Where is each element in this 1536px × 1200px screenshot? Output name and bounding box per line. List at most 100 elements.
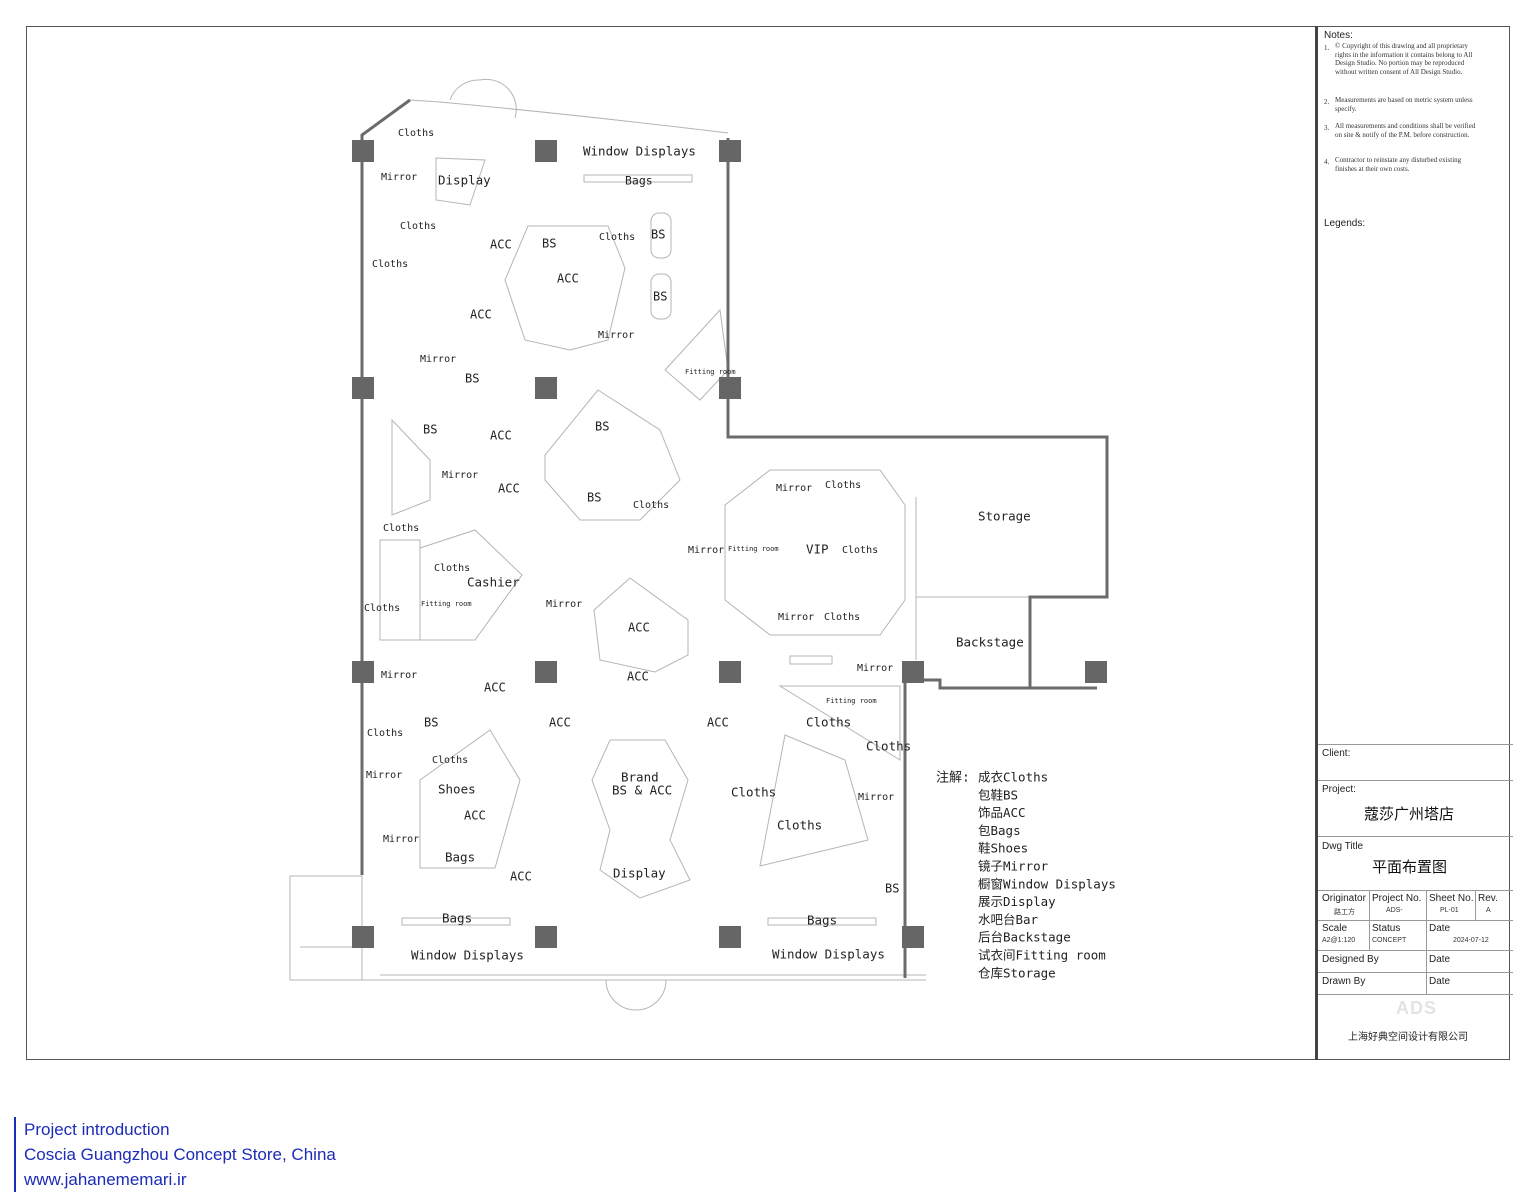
brand-display xyxy=(591,739,691,899)
shoes-island xyxy=(419,729,521,869)
plan-label-36: Fitting room xyxy=(421,600,472,608)
outer-wall-right xyxy=(726,138,1109,978)
note-number-4: 4. xyxy=(1324,158,1330,166)
plan-label-59: Cloths xyxy=(432,755,468,766)
fitting-room-left xyxy=(379,539,421,641)
acc-island-top xyxy=(504,225,626,351)
plan-label-10: Cloths xyxy=(599,232,635,243)
originator-label: Originator xyxy=(1322,893,1366,904)
plan-label-4: Display xyxy=(438,173,491,188)
legend-item-9: 水吧台Bar xyxy=(978,912,1039,927)
plan-label-68: Bags xyxy=(442,911,472,926)
plan-label-21: BS xyxy=(595,420,609,434)
legends-label: Legends: xyxy=(1324,218,1366,229)
note-text-1: © Copyright of this drawing and all prop… xyxy=(1335,42,1473,76)
designed-by-label: Designed By xyxy=(1322,954,1379,965)
plan-label-42: Backstage xyxy=(956,635,1024,650)
plan-label-52: Cloths xyxy=(866,739,911,754)
project-no-label: Project No. xyxy=(1372,893,1422,904)
plan-label-28: Cloths xyxy=(383,523,419,534)
project-no-value: ADS- xyxy=(1386,907,1403,914)
bs-stand-1 xyxy=(650,212,672,259)
legend-title: 注解: xyxy=(936,771,970,786)
column-14 xyxy=(719,926,741,948)
window-bags-br xyxy=(767,917,877,926)
rev-value: A xyxy=(1486,907,1491,914)
plan-label-12: ACC xyxy=(557,272,579,286)
rev-label: Rev. xyxy=(1478,893,1498,904)
plan-label-9: BS xyxy=(542,237,556,251)
plan-label-43: ACC xyxy=(627,670,649,684)
sheet-no-label: Sheet No. xyxy=(1429,893,1474,904)
plan-label-22: Mirror xyxy=(442,470,478,481)
project-label: Project: xyxy=(1322,784,1356,795)
column-11 xyxy=(1085,661,1107,683)
note-number-1: 1. xyxy=(1324,44,1330,52)
plan-label-34: Cloths xyxy=(434,563,470,574)
plan-label-46: Mirror xyxy=(381,670,417,681)
legend-item-5: 鞋Shoes xyxy=(978,841,1028,856)
sheet-no-value: PL-01 xyxy=(1440,907,1459,914)
plan-label-65: Display xyxy=(613,866,666,881)
note-text-2: Measurements are based on metric system … xyxy=(1335,96,1473,113)
plan-label-64: Bags xyxy=(445,850,475,865)
plan-label-31: Fitting room xyxy=(728,545,779,553)
plan-label-27: Cloths xyxy=(825,480,861,491)
plan-label-18: Fitting room xyxy=(685,368,736,376)
plan-label-70: Window Displays xyxy=(411,948,524,963)
plan-label-48: BS xyxy=(424,716,438,730)
plan-label-1: Cloths xyxy=(398,128,434,139)
plan-label-55: Brand xyxy=(621,770,659,785)
status-label: Status xyxy=(1372,923,1401,934)
column-10 xyxy=(902,661,924,683)
scale-value: A2@1:120 xyxy=(1322,937,1356,944)
plan-label-38: Cloths xyxy=(364,603,400,614)
column-6 xyxy=(719,377,741,399)
plan-label-26: Mirror xyxy=(776,483,812,494)
plan-label-54: Cloths xyxy=(731,785,776,800)
dwg-title: 平面布置图 xyxy=(1372,859,1448,876)
plan-label-30: Mirror xyxy=(688,545,724,556)
outer-wall-left xyxy=(360,98,411,875)
dwg-title-label: Dwg Title xyxy=(1322,841,1364,852)
project-caption: Project introduction Coscia Guangzhou Co… xyxy=(14,1117,336,1192)
column-9 xyxy=(719,661,741,683)
plan-label-2: Window Displays xyxy=(583,144,696,159)
notes-label: Notes: xyxy=(1324,30,1353,41)
plan-label-53: Cloths xyxy=(367,728,403,739)
plan-label-40: Mirror xyxy=(778,612,814,623)
plan-label-39: ACC xyxy=(628,621,650,635)
plan-label-6: Cloths xyxy=(400,221,436,232)
bs-island xyxy=(544,389,681,521)
scale-label: Scale xyxy=(1322,923,1348,934)
column-13 xyxy=(535,926,557,948)
plan-label-45: ACC xyxy=(484,681,506,695)
plan-label-37: Mirror xyxy=(546,599,582,610)
caption-line-3[interactable]: www.jahanememari.ir xyxy=(24,1170,187,1189)
note-number-2: 2. xyxy=(1324,98,1330,106)
column-1 xyxy=(352,140,374,162)
plan-label-7: Cloths xyxy=(372,259,408,270)
title-block: Notes: 1. © Copyright of this drawing and… xyxy=(1315,26,1513,1060)
columns xyxy=(352,140,1107,948)
plan-label-15: Mirror xyxy=(598,330,634,341)
plan-label-19: BS xyxy=(423,423,437,437)
vip-room xyxy=(724,469,906,636)
company-name: 上海好典空间设计有限公司 xyxy=(1348,1032,1468,1043)
drawing-sheet xyxy=(26,26,1510,1060)
plan-label-16: Mirror xyxy=(420,354,456,365)
column-5 xyxy=(535,377,557,399)
plan-label-63: Mirror xyxy=(383,834,419,845)
date-label: Date xyxy=(1429,923,1451,934)
acc-island-mid xyxy=(593,577,689,673)
plan-label-50: ACC xyxy=(707,716,729,730)
corner-wedge xyxy=(664,308,729,401)
plan-label-25: Cloths xyxy=(633,500,669,511)
legend-item-3: 饰品ACC xyxy=(978,805,1026,820)
column-7 xyxy=(352,661,374,683)
plan-label-71: Window Displays xyxy=(772,947,885,962)
plan-label-29: Storage xyxy=(978,509,1031,524)
plan-label-32: VIP xyxy=(806,542,829,557)
plan-label-20: ACC xyxy=(490,429,512,443)
